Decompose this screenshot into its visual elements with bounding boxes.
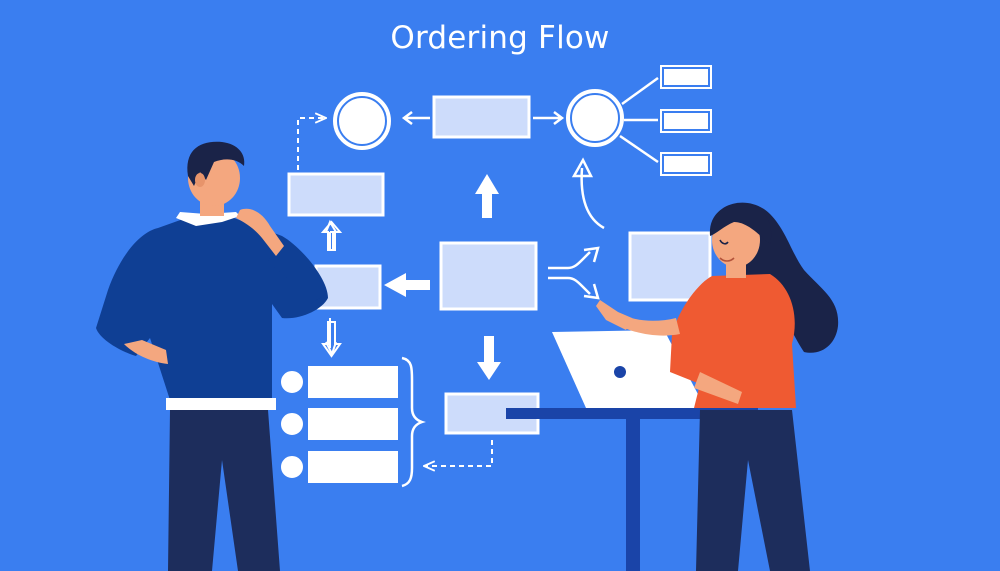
solid-arrows xyxy=(384,174,501,380)
dashed-arrow-top-left xyxy=(297,118,326,170)
dashed-arrow-bottom xyxy=(424,440,493,466)
split-arrow-icon xyxy=(548,246,600,300)
flow-box-right xyxy=(628,231,712,302)
arrow-down-center xyxy=(477,336,501,380)
arrow-up-center xyxy=(475,174,499,218)
flow-box-center xyxy=(439,241,538,311)
curly-brace-icon xyxy=(401,356,426,488)
desk-top xyxy=(506,408,758,419)
flow-box-left-upper xyxy=(287,172,385,217)
page-title: Ordering Flow xyxy=(390,20,610,56)
bullet-1 xyxy=(281,371,303,393)
man-hair xyxy=(187,141,245,186)
flow-box-top-center xyxy=(432,95,531,139)
laptop-logo-icon xyxy=(614,366,626,378)
woman-figure xyxy=(596,202,839,571)
man-figure xyxy=(96,141,328,571)
list-box-left-3 xyxy=(308,451,398,483)
desk-leg xyxy=(626,418,640,571)
list-box-left-1 xyxy=(308,366,398,398)
bullet-3 xyxy=(281,456,303,478)
flow-box-bottom-center xyxy=(444,392,540,435)
bullet-2 xyxy=(281,413,303,435)
man-pants xyxy=(168,410,280,571)
laptop-icon xyxy=(552,330,700,408)
arrow-group-top xyxy=(401,111,565,125)
list-box-left-2 xyxy=(308,408,398,440)
arrow-left-center xyxy=(384,273,430,297)
woman-pants xyxy=(696,410,810,571)
